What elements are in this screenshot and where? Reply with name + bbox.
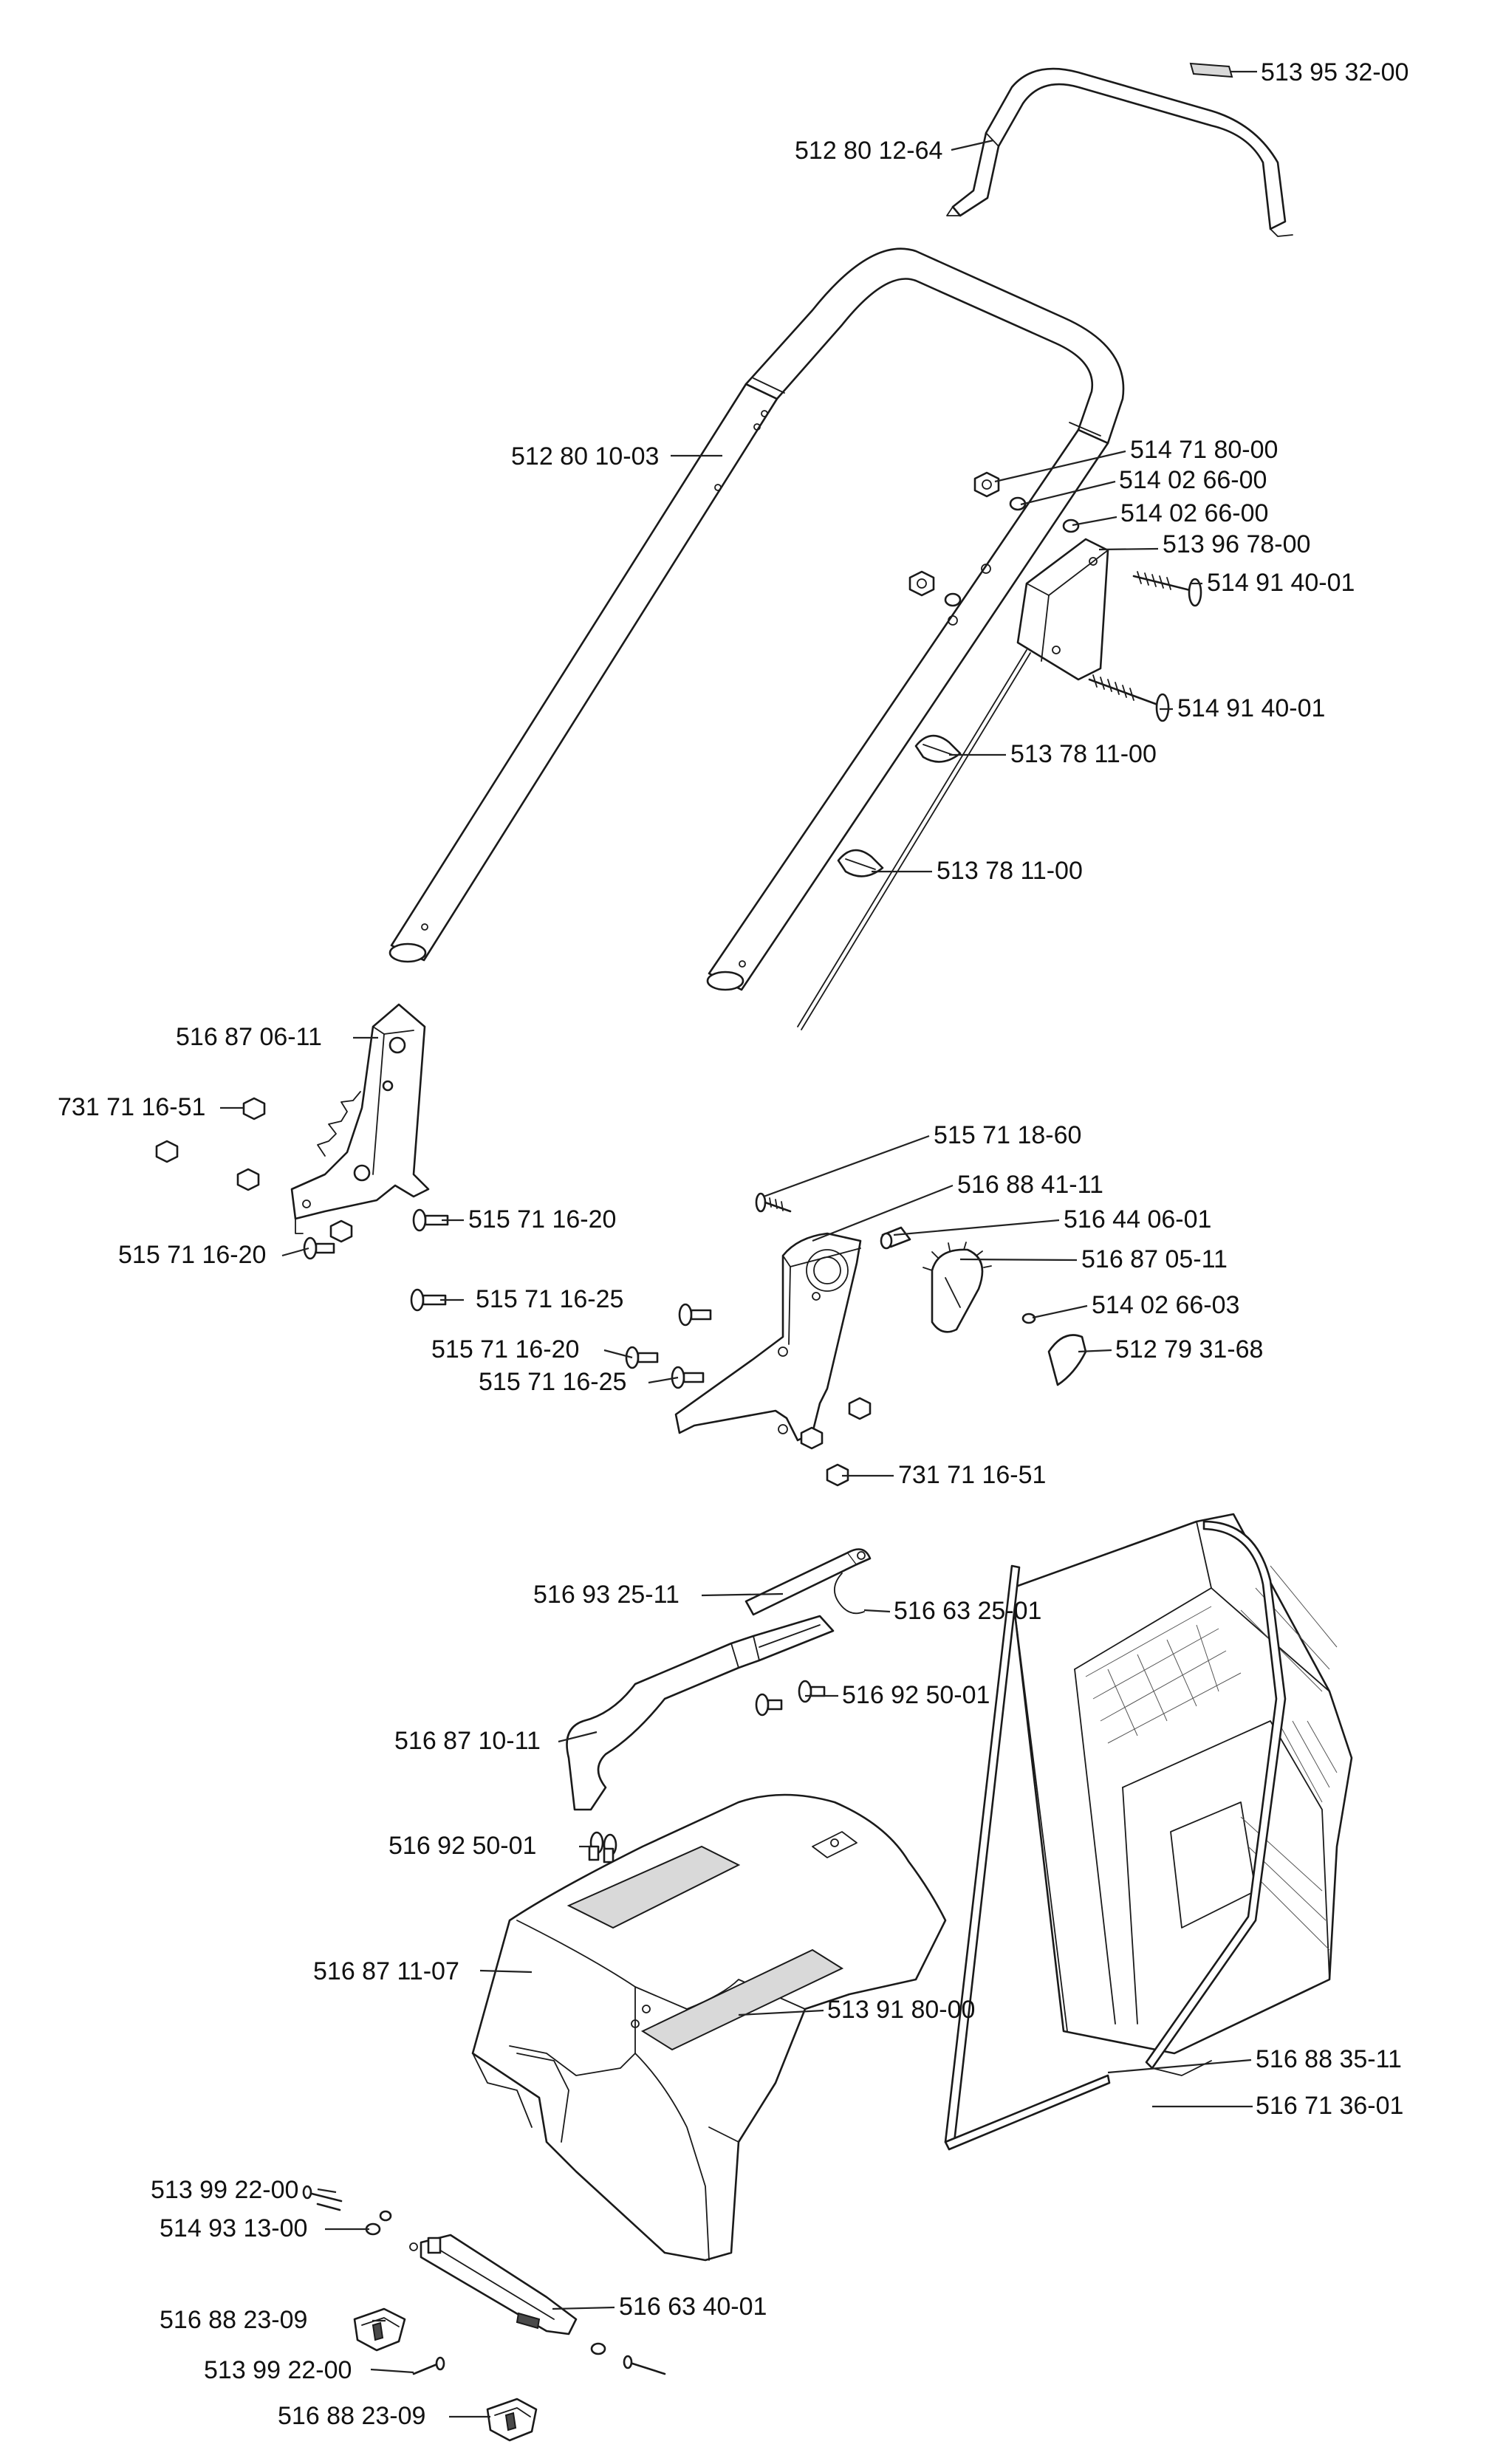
part-label: 512 79 31-68 (1115, 1335, 1263, 1363)
part-label: 514 02 66-03 (1092, 1291, 1239, 1319)
arm-screw-2 (798, 1680, 826, 1703)
part-label: 516 71 36-01 (1256, 2092, 1403, 2120)
part-label: 516 63 25-01 (894, 1597, 1041, 1625)
upper-handle-bar (946, 67, 1293, 237)
part-label: 516 92 50-01 (388, 1832, 536, 1860)
carriage-bolt-2 (1088, 674, 1170, 722)
control-cable (797, 649, 1031, 1030)
part-label: 516 87 10-11 (394, 1727, 541, 1755)
shoulder-bolt-3 (410, 1288, 447, 1312)
spring (834, 1572, 865, 1615)
carriage-bolt (1132, 571, 1202, 607)
lock-lever (1047, 1334, 1087, 1386)
part-label: 516 87 06-11 (176, 1023, 322, 1051)
right-handle-bracket (674, 1232, 862, 1442)
shoulder-bolt-4 (678, 1303, 712, 1327)
rear-deflector-housing (471, 1793, 947, 2262)
part-label: 515 71 16-20 (431, 1335, 579, 1363)
nut-right (800, 1397, 872, 1487)
cable-clip-2 (837, 849, 884, 877)
shoulder-bolt (412, 1208, 449, 1232)
part-label: 514 91 40-01 (1177, 694, 1325, 722)
grip-decal (1189, 62, 1233, 78)
part-label: 516 88 35-11 (1256, 2045, 1402, 2073)
part-label: 513 96 78-00 (1163, 530, 1310, 558)
part-label: 516 93 25-11 (533, 1581, 680, 1609)
cable-clip (914, 734, 962, 763)
hinge-pin-3 (412, 2356, 445, 2375)
part-label: 513 78 11-00 (937, 857, 1083, 885)
part-label: 512 80 12-64 (795, 137, 942, 165)
part-number-labels: 513 95 32-00 512 80 12-64 512 80 10-03 5… (58, 58, 1408, 2430)
handle-knob-block (1016, 538, 1109, 681)
hinge-pin-2 (623, 2355, 666, 2375)
part-label: 513 99 22-00 (151, 2176, 298, 2204)
part-label: 731 71 16-51 (898, 1461, 1046, 1489)
part-label: 514 02 66-00 (1120, 499, 1268, 527)
part-label: 513 95 32-00 (1261, 58, 1408, 86)
handle-nut-2 (908, 570, 935, 597)
part-label: 513 78 11-00 (1010, 740, 1157, 768)
catch-lever (744, 1548, 872, 1616)
part-label: 516 87 05-11 (1081, 1245, 1228, 1273)
bag-frame (944, 1520, 1287, 2151)
gear-knob (923, 1242, 992, 1333)
pivot-screw (755, 1192, 792, 1213)
part-label: 516 88 41-11 (957, 1171, 1103, 1199)
part-label: 516 88 23-09 (278, 2402, 425, 2430)
part-label: 515 71 18-60 (934, 1121, 1081, 1149)
shoulder-bolt-2 (303, 1236, 335, 1260)
arm-screw (755, 1693, 783, 1717)
grass-collector-bag (1010, 1513, 1353, 2055)
hinge-pin (302, 2185, 343, 2211)
part-label: 512 80 10-03 (511, 442, 659, 470)
leader-lines (220, 70, 1257, 2418)
handle-nut (973, 471, 1000, 498)
part-label: 513 91 80-00 (827, 1996, 975, 2024)
part-label: 514 91 40-01 (1207, 569, 1355, 597)
nut (155, 1097, 353, 1243)
bag-mesh (1085, 1565, 1338, 1951)
main-handle-tube (388, 247, 1125, 991)
part-label: 516 44 06-01 (1064, 1205, 1211, 1233)
left-handle-bracket (290, 1003, 430, 1234)
part-label: 731 71 16-51 (58, 1093, 205, 1121)
deflector-screw (588, 1831, 617, 1864)
part-label: 515 71 16-25 (476, 1285, 623, 1313)
part-label: 516 87 11-07 (313, 1957, 459, 1985)
part-label: 516 88 23-09 (160, 2306, 307, 2334)
part-label: 514 02 66-00 (1119, 466, 1267, 494)
part-label: 516 92 50-01 (842, 1681, 990, 1709)
small-washer (1021, 1313, 1036, 1324)
hinge-washer (365, 2210, 606, 2355)
hinge-clip-2 (486, 2398, 538, 2442)
hinge-clip (353, 2307, 406, 2352)
part-label: 515 71 16-25 (479, 1368, 626, 1396)
part-label: 513 99 22-00 (204, 2356, 352, 2384)
rear-flap-arm (566, 1615, 835, 1811)
hinge-plate (409, 2234, 578, 2335)
part-label: 514 71 80-00 (1130, 436, 1278, 464)
part-label: 514 93 13-00 (160, 2214, 307, 2242)
part-label: 515 71 16-20 (118, 1241, 266, 1269)
part-label: 516 63 40-01 (619, 2293, 767, 2321)
spacer-bushing (880, 1226, 911, 1250)
part-label: 515 71 16-20 (468, 1205, 616, 1233)
